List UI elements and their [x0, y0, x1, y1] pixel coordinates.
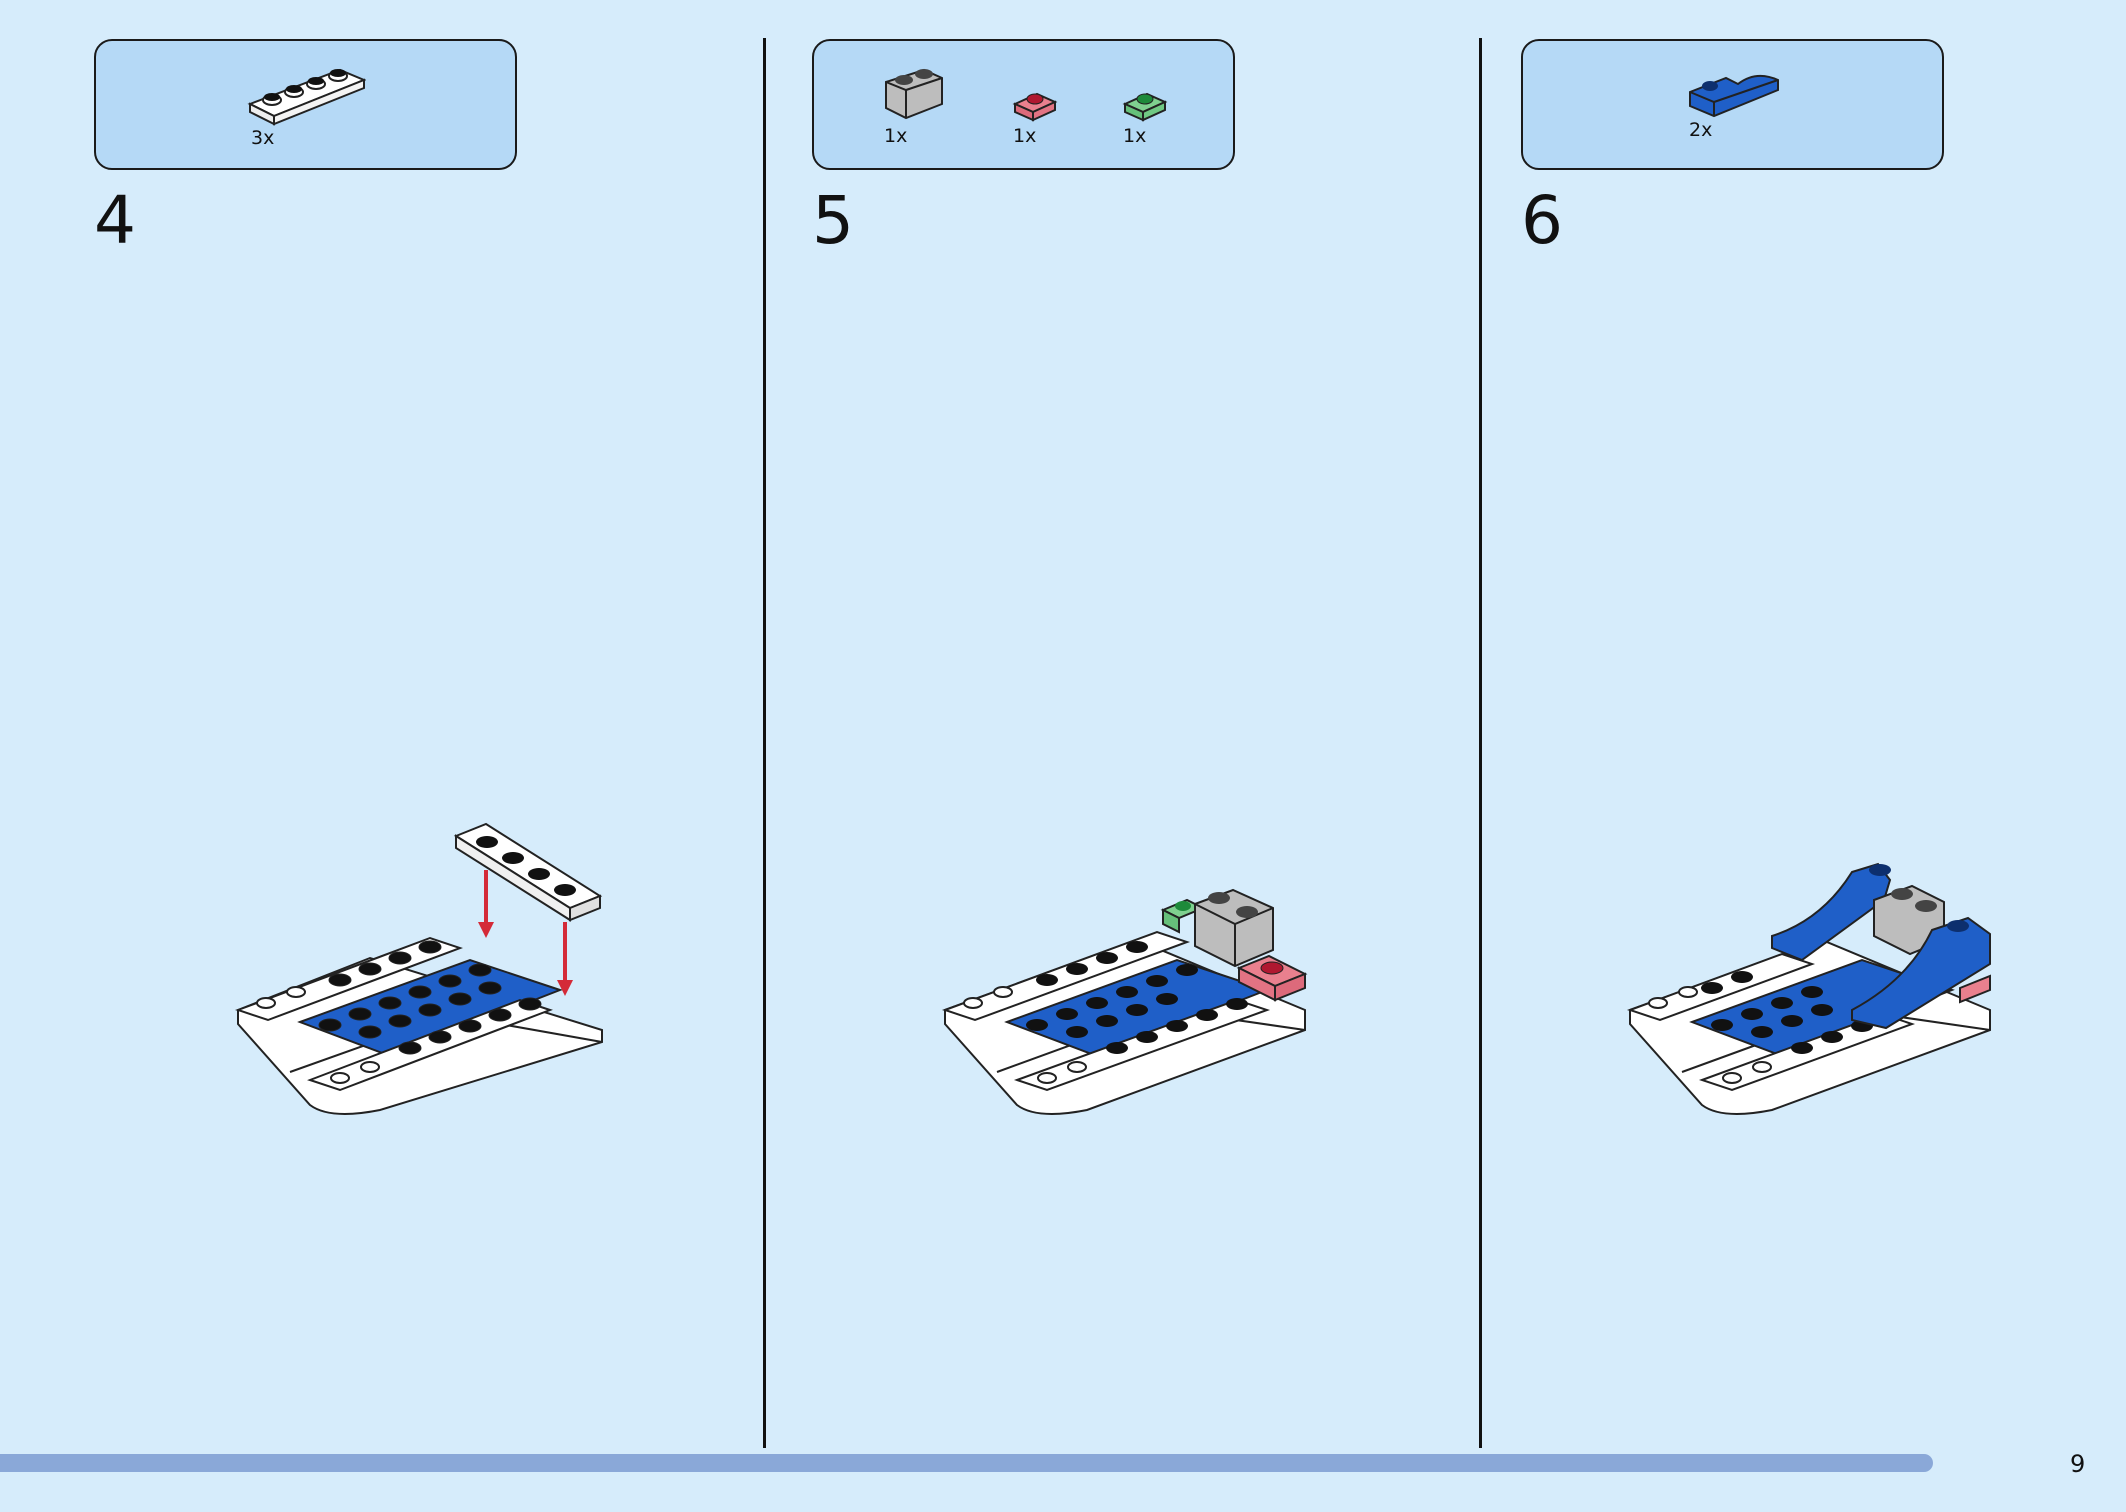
part-quantity: 3x: [251, 127, 275, 149]
trans-green-plate-1x1-icon: [1122, 92, 1168, 122]
boat-hull-assembly-step-6: [1626, 862, 1991, 1115]
boat-hull-assembly-step-4: [235, 822, 603, 1115]
boat-hull-assembly-step-5: [941, 888, 1308, 1115]
trans-red-plate-1x1-icon: [1012, 92, 1058, 122]
page-number: 9: [2070, 1450, 2086, 1478]
part-quantity: 1x: [1123, 125, 1147, 147]
step-divider: [1479, 38, 1482, 1448]
blue-curved-slope-icon: [1689, 74, 1779, 118]
progress-bar: [0, 1454, 2028, 1472]
step-number: 5: [812, 182, 854, 259]
step-number: 4: [94, 182, 136, 259]
white-plate-1x4-icon: [247, 68, 366, 126]
part-quantity: 2x: [1689, 119, 1713, 141]
step-number: 6: [1521, 182, 1563, 259]
step-divider: [763, 38, 766, 1448]
part-quantity: 1x: [1013, 125, 1037, 147]
part-quantity: 1x: [884, 125, 908, 147]
progress-bar-fill: [0, 1454, 1933, 1472]
gray-brick-1x2-icon: [885, 68, 943, 120]
